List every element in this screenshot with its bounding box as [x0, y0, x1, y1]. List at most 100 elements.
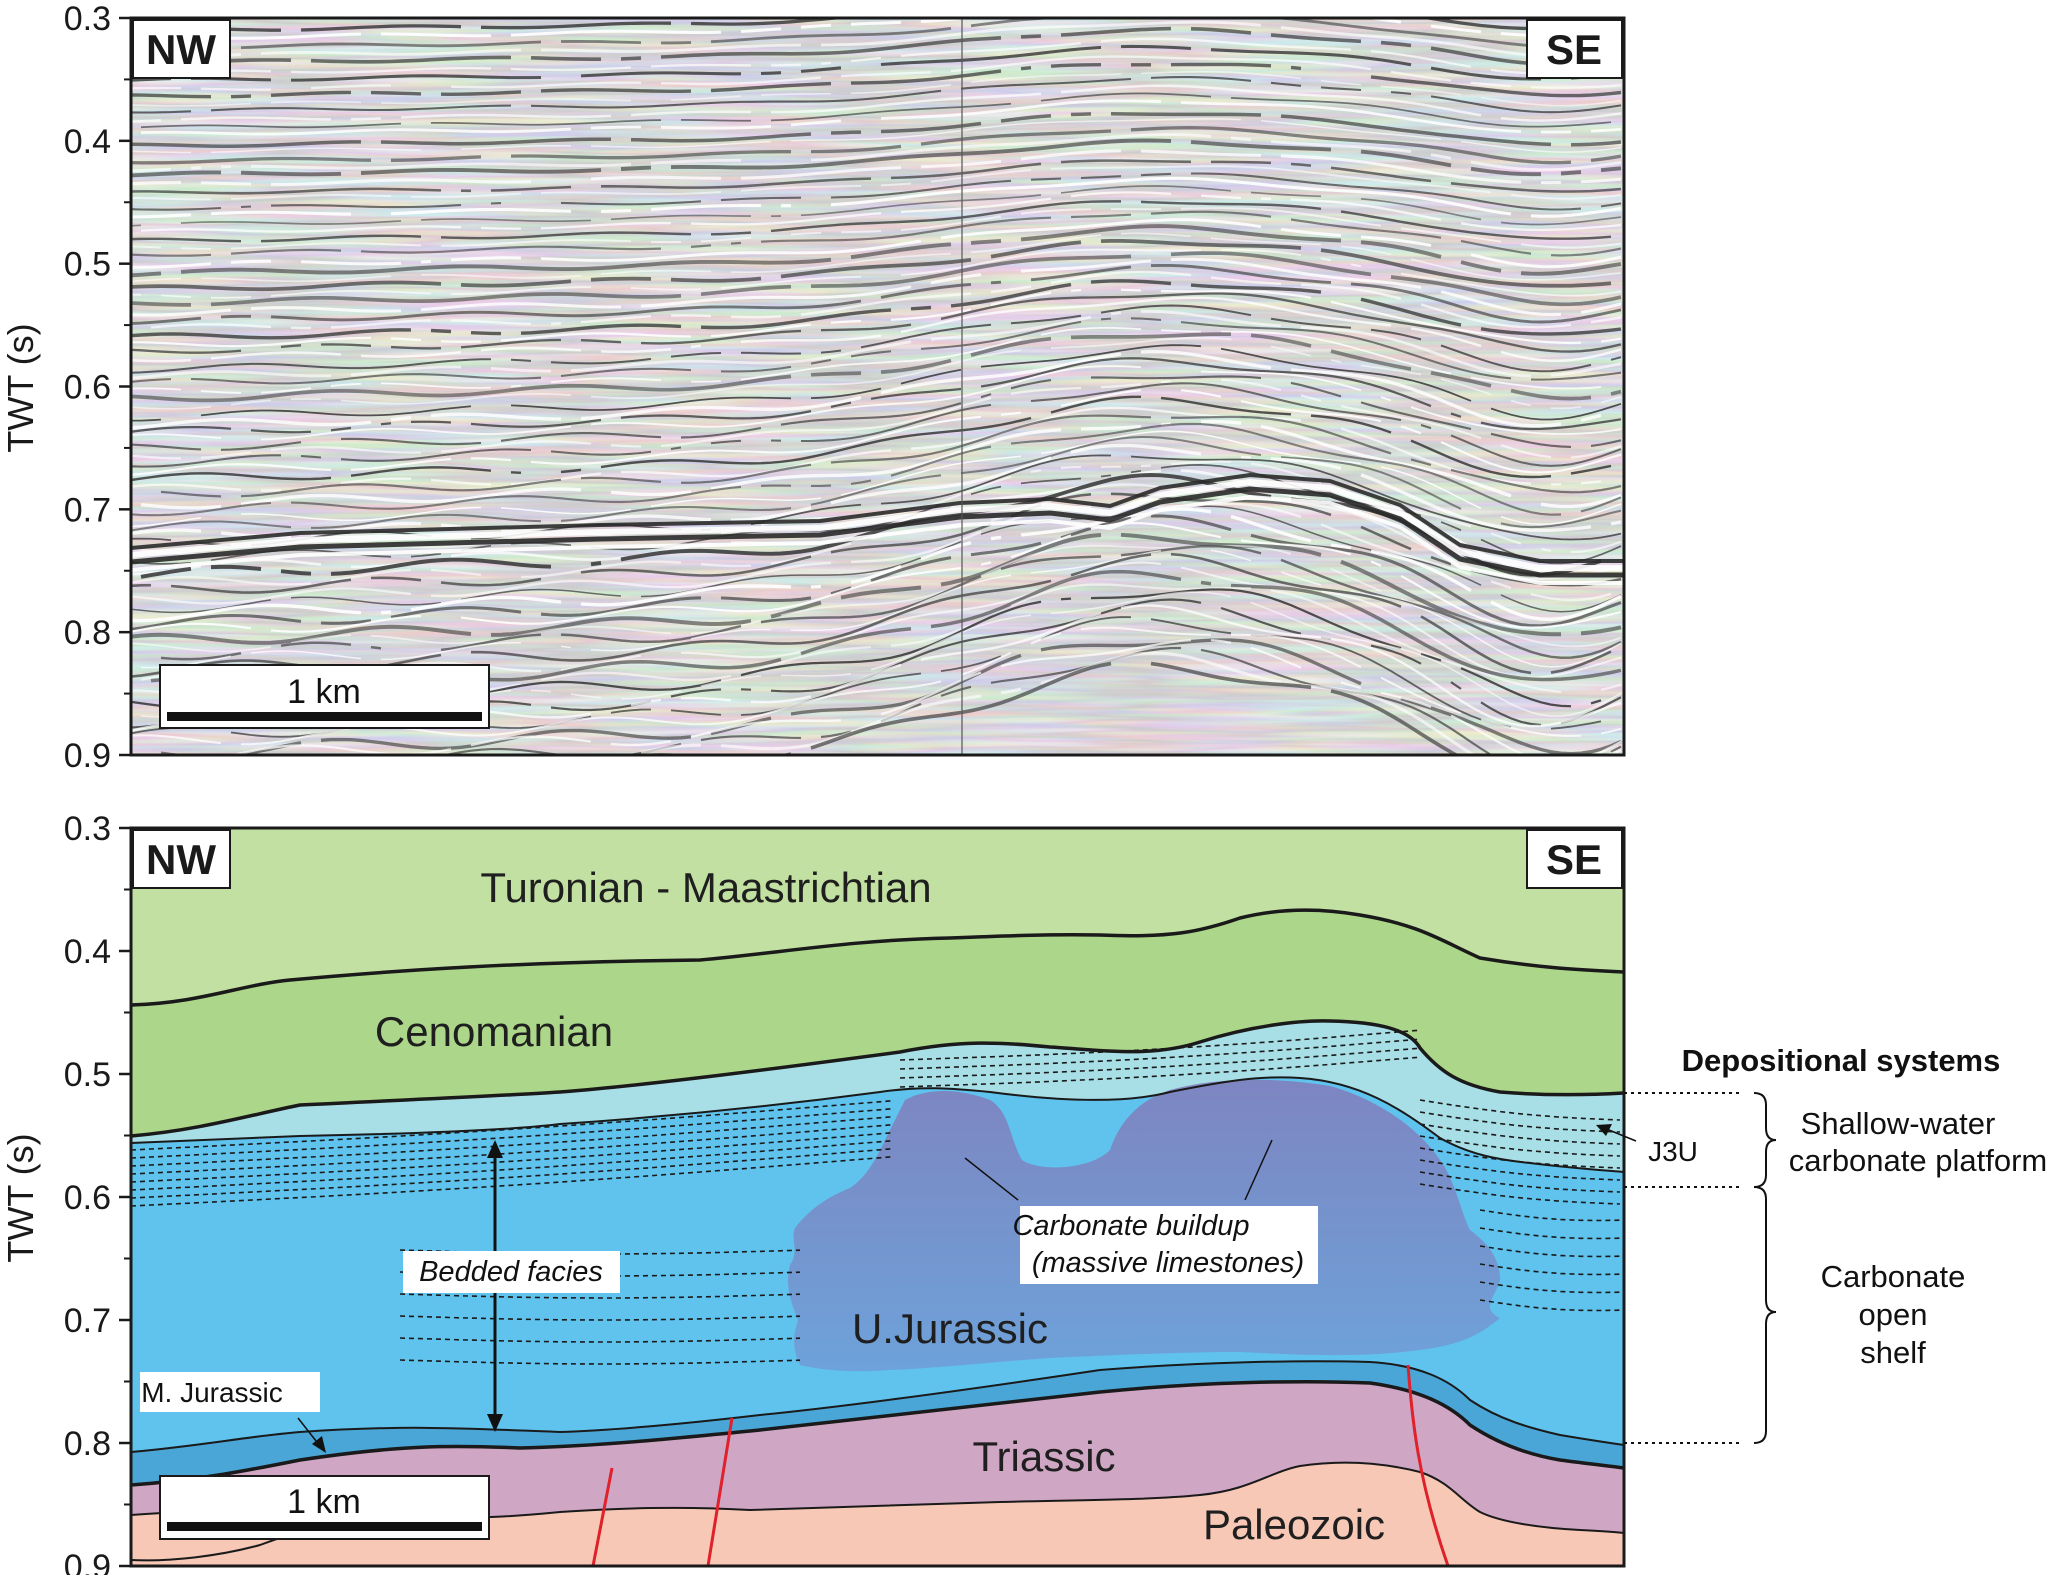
- seismic-reflector: [131, 430, 1622, 528]
- bedding-line: [1479, 1245, 1621, 1258]
- j3u-pointer: [1603, 1127, 1637, 1142]
- seismic-reflector: [131, 248, 1622, 299]
- direction-label-se-top: SE: [1526, 19, 1623, 79]
- tick-label-bottom: 0.3: [64, 810, 111, 848]
- j3u-label-text: J3U: [1648, 1136, 1698, 1167]
- faults: [591, 1364, 1450, 1566]
- bedding-line: [1479, 1299, 1621, 1312]
- seismic-reflector: [131, 118, 1622, 154]
- seismic-reflector: [131, 522, 1622, 633]
- seismic-reflector: [131, 62, 1622, 99]
- seismic-reflector: [131, 292, 1622, 354]
- interpretation-panel: Turonian - Maastrichtian Cenomanian U.Ju…: [129, 826, 1626, 1568]
- seismic-reflector: [131, 76, 1622, 114]
- label-paleozoic: Paleozoic: [1203, 1501, 1385, 1548]
- legend-brace-shallow: [1753, 1092, 1777, 1188]
- seismic-reflector: [131, 327, 1602, 394]
- bedding-line: [1419, 1099, 1621, 1121]
- seismic-strong-reflector: [131, 473, 1624, 563]
- direction-label-nw-bottom: NW: [132, 829, 231, 889]
- tick-label-top: 0.7: [64, 491, 111, 529]
- seismic-reflector: [131, 389, 1622, 476]
- scale-bar-bottom: 1 km: [159, 1475, 490, 1540]
- fault-1: [591, 1467, 614, 1566]
- seismic-reflector: [160, 544, 1622, 661]
- seismic-strong-reflector: [131, 495, 1624, 585]
- y-axis-title-top: TWT (s): [0, 323, 41, 452]
- svg-text:1 km: 1 km: [287, 673, 361, 711]
- label-triassic: Triassic: [972, 1433, 1115, 1480]
- bedding-line: [1479, 1209, 1621, 1222]
- seismic-reflector: [131, 309, 1622, 380]
- svg-text:SE: SE: [1546, 26, 1602, 73]
- seismic-panel: NW SE 1 km: [129, 16, 1626, 757]
- depositional-systems-legend: Depositional systems Shallow-water carbo…: [1624, 1043, 2047, 1444]
- tick-label-top: 0.9: [64, 737, 111, 775]
- seismic-reflector: [131, 435, 1622, 532]
- seismic-reflector: [131, 336, 1622, 410]
- seismic-reflector: [131, 357, 1622, 434]
- seismic-reflector: [131, 224, 1622, 278]
- bedding-line: [399, 1315, 801, 1321]
- bedding-line: [1419, 1135, 1621, 1157]
- seismic-reflector: [131, 218, 1622, 269]
- legend-shallow-line2: carbonate platform: [1789, 1143, 2047, 1178]
- legend-brace-open-shelf: [1753, 1186, 1777, 1444]
- seismic-reflector: [131, 263, 1622, 325]
- paleozoic-layer: [131, 1462, 1624, 1566]
- seismic-reflector: [131, 532, 1622, 645]
- bedding-line: [399, 1337, 801, 1343]
- fault-3: [1406, 1364, 1450, 1566]
- svg-text:NW: NW: [146, 26, 216, 73]
- svg-text:(massive limestones): (massive limestones): [1032, 1247, 1304, 1279]
- seismic-reflector: [131, 332, 1622, 403]
- seismic-reflector: [140, 92, 1612, 129]
- svg-text:NW: NW: [146, 836, 216, 883]
- tick-label-bottom: 0.4: [64, 933, 111, 971]
- bedding-line: [1479, 1263, 1621, 1276]
- j3u-label: J3U: [1596, 1124, 1713, 1172]
- label-turonian-maastrichtian: Turonian - Maastrichtian: [480, 864, 931, 911]
- bedding-line: [1419, 1183, 1621, 1205]
- tick-label-bottom: 0.5: [64, 1056, 111, 1094]
- seismic-reflector: [131, 200, 1612, 243]
- tick-label-top: 0.8: [64, 614, 111, 652]
- carbonate-buildup-label: Carbonate buildup (massive limestones): [964, 1139, 1318, 1284]
- seismic-reflector: [131, 395, 1612, 482]
- svg-text:M. Jurassic: M. Jurassic: [141, 1377, 283, 1408]
- bedding-line: [1419, 1171, 1621, 1193]
- seismic-reflector: [131, 70, 1622, 107]
- seismic-reflectors: [131, 18, 1624, 755]
- seismic-reflector: [131, 84, 1622, 123]
- seismic-reflector: [131, 207, 1622, 250]
- bedding-line: [131, 1148, 892, 1199]
- legend-shallow-line1: Shallow-water: [1801, 1106, 1996, 1141]
- seismic-reflector: [131, 176, 1622, 219]
- tick-label-bottom: 0.7: [64, 1302, 111, 1340]
- bedding-line: [1479, 1227, 1621, 1240]
- seismic-reflector: [131, 382, 1622, 468]
- y-axis-top: 0.30.40.50.60.70.80.9: [64, 0, 133, 775]
- seismic-reflector: [131, 344, 1622, 422]
- seismic-reflector: [131, 257, 1622, 317]
- seismic-reflector: [131, 159, 1622, 195]
- bedding-line: [1479, 1281, 1621, 1294]
- tick-label-bottom: 0.6: [64, 1179, 111, 1217]
- m-jurassic-label: M. Jurassic: [140, 1372, 326, 1453]
- bedding-line: [399, 1293, 801, 1299]
- bedding-line: [1419, 1123, 1621, 1145]
- seismic-reflector: [131, 126, 1622, 165]
- seismic-reflector: [131, 185, 1622, 227]
- tick-label-top: 0.4: [64, 123, 111, 161]
- seismic-reflector: [131, 112, 1622, 148]
- seismic-reflector: [131, 55, 1622, 91]
- tick-label-bottom: 0.9: [64, 1548, 111, 1575]
- scale-bar-top: 1 km: [159, 664, 490, 729]
- seismic-reflector: [131, 296, 1622, 363]
- seismic-reflector: [140, 99, 1622, 136]
- seismic-reflector: [131, 251, 1622, 307]
- bedding-line: [1419, 1147, 1621, 1169]
- bedding-line: [1419, 1111, 1621, 1133]
- j3u-label-box: [1633, 1130, 1713, 1172]
- seismic-reflector: [131, 422, 1622, 517]
